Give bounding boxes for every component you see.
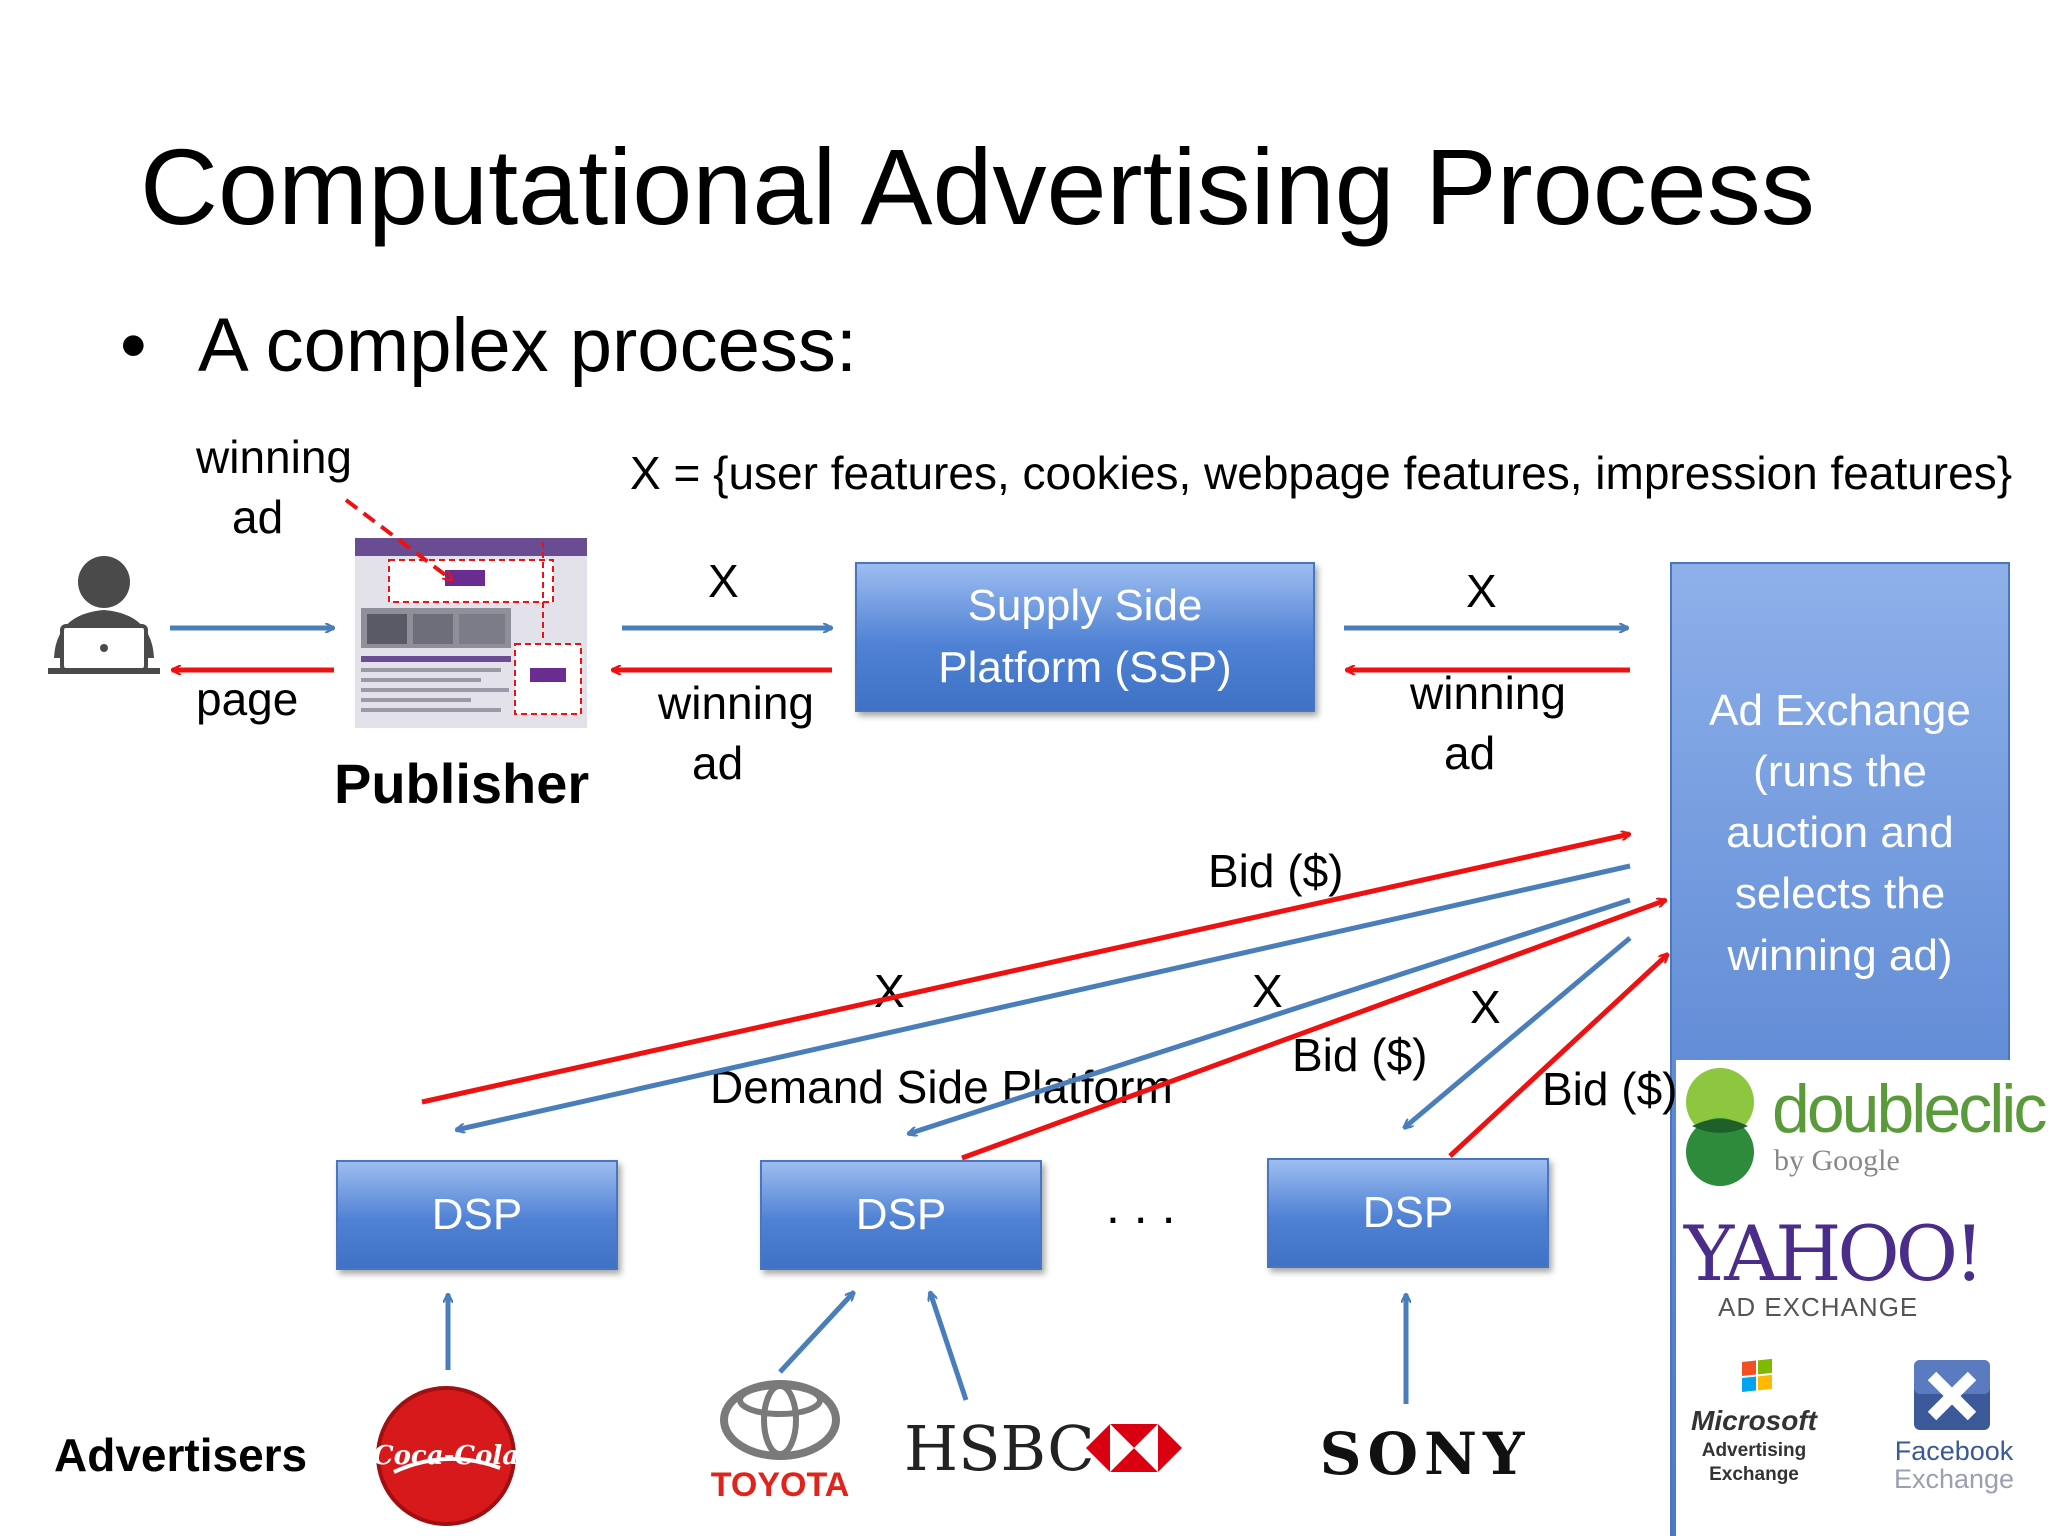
ssp-adx-arrows xyxy=(1344,628,1630,670)
bid-arrow-1 xyxy=(421,834,1630,1105)
toyota-logo-text: TOYOTA xyxy=(711,1466,850,1504)
microsoft-logo-subtext-1: Advertising xyxy=(1702,1440,1807,1461)
yahoo-logo-subtext: AD EXCHANGE xyxy=(1718,1292,1918,1320)
page-label: page xyxy=(196,673,299,725)
slide-title: Computational Advertising Process xyxy=(140,126,1815,247)
yahoo-adexchange-logo: YAHOO! AD EXCHANGE xyxy=(1683,1210,1982,1320)
doubleclick-logo-subtext: by Google xyxy=(1774,1144,1900,1177)
ad-exchange-line: auction and xyxy=(1726,808,1954,858)
bullet-text: A complex process: xyxy=(198,303,857,388)
winning-ad-label-2: winning ad xyxy=(658,674,814,794)
doubleclick-logo: doubleclick by Google xyxy=(1686,1068,2048,1186)
doubleclick-logo-text: doubleclick xyxy=(1772,1071,2048,1147)
winning-ad-pointer xyxy=(344,498,452,580)
bid-label-2: Bid ($) xyxy=(1292,1029,1428,1081)
advertiser-arrow xyxy=(930,1292,969,1401)
bid-arrow-2 xyxy=(961,900,1666,1161)
winning-ad-text: ad xyxy=(1444,726,1496,779)
dsp-box-2: DSP xyxy=(760,1160,1042,1270)
dsp-box-3: DSP xyxy=(1267,1158,1549,1268)
ssp-label-line1: Supply Side xyxy=(967,581,1203,631)
user-laptop-icon xyxy=(48,556,160,674)
feature-formula: X = {user features, cookies, webpage fea… xyxy=(630,447,2013,499)
cocacola-logo-text: Coca-Cola xyxy=(374,1441,518,1471)
advertiser-arrow xyxy=(778,1292,854,1374)
demand-side-label: Demand Side Platform xyxy=(710,1061,1173,1113)
hsbc-logo: HSBC xyxy=(904,1412,1182,1485)
x-label-5: X xyxy=(1470,981,1501,1033)
x-label-2: X xyxy=(1466,565,1497,617)
winning-ad-text: ad xyxy=(692,736,744,789)
facebook-logo-text: Facebook xyxy=(1895,1436,2014,1466)
ad-exchange-line: (runs the xyxy=(1753,747,1927,797)
advertiser-dsp-arrows xyxy=(448,1292,1406,1404)
publisher-ssp-arrows xyxy=(612,628,832,670)
sony-logo: SONY xyxy=(1320,1420,1531,1484)
dsp-box-1: DSP xyxy=(336,1160,618,1270)
facebook-exchange-logo: Facebook Exchange xyxy=(1894,1360,2014,1494)
winning-ad-text: winning xyxy=(658,677,814,729)
x-label-1: X xyxy=(708,555,739,607)
facebook-logo-subtext: Exchange xyxy=(1894,1464,2014,1494)
x-label-4: X xyxy=(1252,965,1283,1017)
ssp-label-line2: Platform (SSP) xyxy=(938,643,1232,692)
dsp-label: DSP xyxy=(855,1190,947,1240)
hsbc-logo-text: HSBC xyxy=(904,1412,1095,1485)
winning-ad-label-3: winning ad xyxy=(1410,664,1566,784)
ad-exchange-line: selects the xyxy=(1734,869,1946,919)
winning-ad-text: ad xyxy=(232,490,284,543)
publisher-webpage-thumbnail xyxy=(355,538,587,728)
bid-label-1: Bid ($) xyxy=(1208,845,1344,897)
ad-exchange-label: Ad Exchange (runs the auction and select… xyxy=(1670,680,2010,986)
x-label-3: X xyxy=(874,965,905,1017)
microsoft-logo-text: Microsoft xyxy=(1691,1405,1819,1436)
ellipsis: . . . xyxy=(1106,1178,1176,1234)
dsp-label: DSP xyxy=(1362,1188,1454,1238)
x-arrow-2 xyxy=(908,897,1631,1134)
ad-exchange-line: winning ad) xyxy=(1727,930,1953,980)
x-arrow-3 xyxy=(1404,936,1632,1128)
dsp-label: DSP xyxy=(431,1190,523,1240)
toyota-logo: TOYOTA xyxy=(711,1380,850,1504)
winning-ad-label-1: winning ad xyxy=(196,428,352,548)
bullet-item: • A complex process: xyxy=(120,300,857,391)
bid-label-3: Bid ($) xyxy=(1542,1063,1678,1115)
yahoo-logo-text: YAHOO! xyxy=(1683,1210,1981,1298)
x-arrow-1 xyxy=(456,863,1631,1130)
bullet-marker: • xyxy=(120,303,147,388)
adx-dsp-arrows xyxy=(421,834,1668,1161)
advertisers-label: Advertisers xyxy=(54,1429,308,1481)
ad-exchange-line: Ad Exchange xyxy=(1709,686,1971,735)
publisher-label: Publisher xyxy=(334,752,590,815)
microsoft-adexchange-logo: Microsoft Advertising Exchange xyxy=(1691,1358,1819,1485)
bid-arrow-3 xyxy=(1448,954,1668,1158)
winning-ad-text: winning xyxy=(196,431,352,483)
microsoft-logo-subtext-2: Exchange xyxy=(1709,1464,1799,1485)
sony-logo-text: SONY xyxy=(1320,1420,1531,1484)
ssp-box: Supply Side Platform (SSP) xyxy=(855,562,1315,712)
user-publisher-arrows xyxy=(170,628,334,670)
winning-ad-text: winning xyxy=(1410,667,1566,719)
cocacola-logo: Coca-Cola xyxy=(374,1386,518,1526)
